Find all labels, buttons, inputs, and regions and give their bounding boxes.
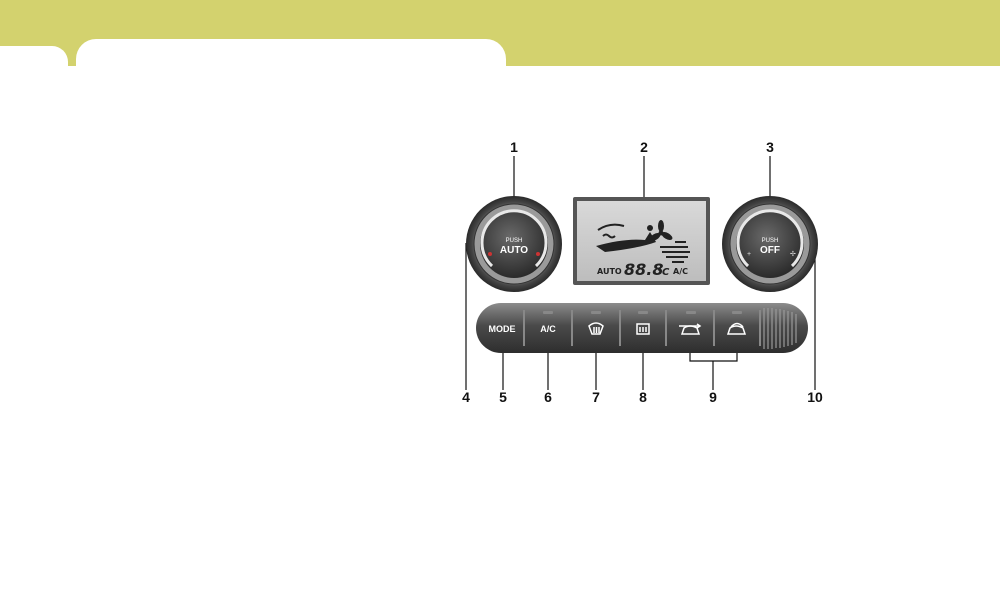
ac-button[interactable]: A/C [540, 324, 556, 334]
mode-button-label: MODE [489, 324, 516, 334]
callout-10: 10 [807, 389, 823, 405]
header-tab-main [76, 39, 506, 66]
header-tab-left [0, 46, 68, 66]
fan-high-icon: ✢ [790, 250, 796, 258]
button-separators [523, 310, 761, 346]
callout-7: 7 [592, 389, 600, 405]
lcd-ac-label: A/C [673, 267, 688, 276]
ac-button-label: A/C [540, 324, 556, 334]
recirculate-air-button[interactable] [726, 322, 747, 335]
rear-defrost-icon [636, 323, 650, 335]
mode-button[interactable]: MODE [489, 324, 516, 334]
lcd-display: AUTO 88.8 °C A/C [573, 197, 710, 285]
fan-speed-knob[interactable]: + ✢ PUSH OFF [722, 196, 818, 292]
occupant-icon [596, 225, 656, 252]
temperature-knob[interactable]: PUSH AUTO [466, 196, 562, 292]
callout-4: 4 [462, 389, 470, 405]
button-panel [476, 303, 808, 353]
rear-defrost-button[interactable] [636, 323, 650, 335]
lcd-unit: °C [657, 267, 670, 278]
front-defrost-icon [588, 322, 604, 335]
callout-8: 8 [639, 389, 647, 405]
callout-6: 6 [544, 389, 552, 405]
fresh-air-icon [679, 323, 702, 335]
air-flow-lines [660, 241, 690, 263]
fan-low-icon: + [747, 251, 751, 258]
panel-grip [763, 308, 797, 349]
right-knob-main-label: OFF [760, 245, 780, 256]
defrost-icon [597, 223, 625, 239]
right-knob-top-label: PUSH [762, 238, 779, 244]
left-knob-top-label: PUSH [506, 238, 523, 244]
callout-3: 3 [766, 139, 774, 155]
lcd-auto-label: AUTO [597, 267, 622, 276]
indicator-lamps [543, 311, 742, 314]
front-defrost-button[interactable] [588, 322, 604, 335]
callout-2: 2 [640, 139, 648, 155]
lcd-temperature: 88.8 [624, 260, 663, 279]
recirculate-air-icon [726, 322, 747, 335]
left-knob-main-label: AUTO [500, 245, 528, 256]
fresh-air-button[interactable] [679, 323, 702, 335]
hot-mark-icon [536, 252, 540, 256]
callout-9: 9 [709, 389, 717, 405]
cold-mark-icon [488, 252, 492, 256]
callout-1: 1 [510, 139, 518, 155]
callout-5: 5 [499, 389, 507, 405]
